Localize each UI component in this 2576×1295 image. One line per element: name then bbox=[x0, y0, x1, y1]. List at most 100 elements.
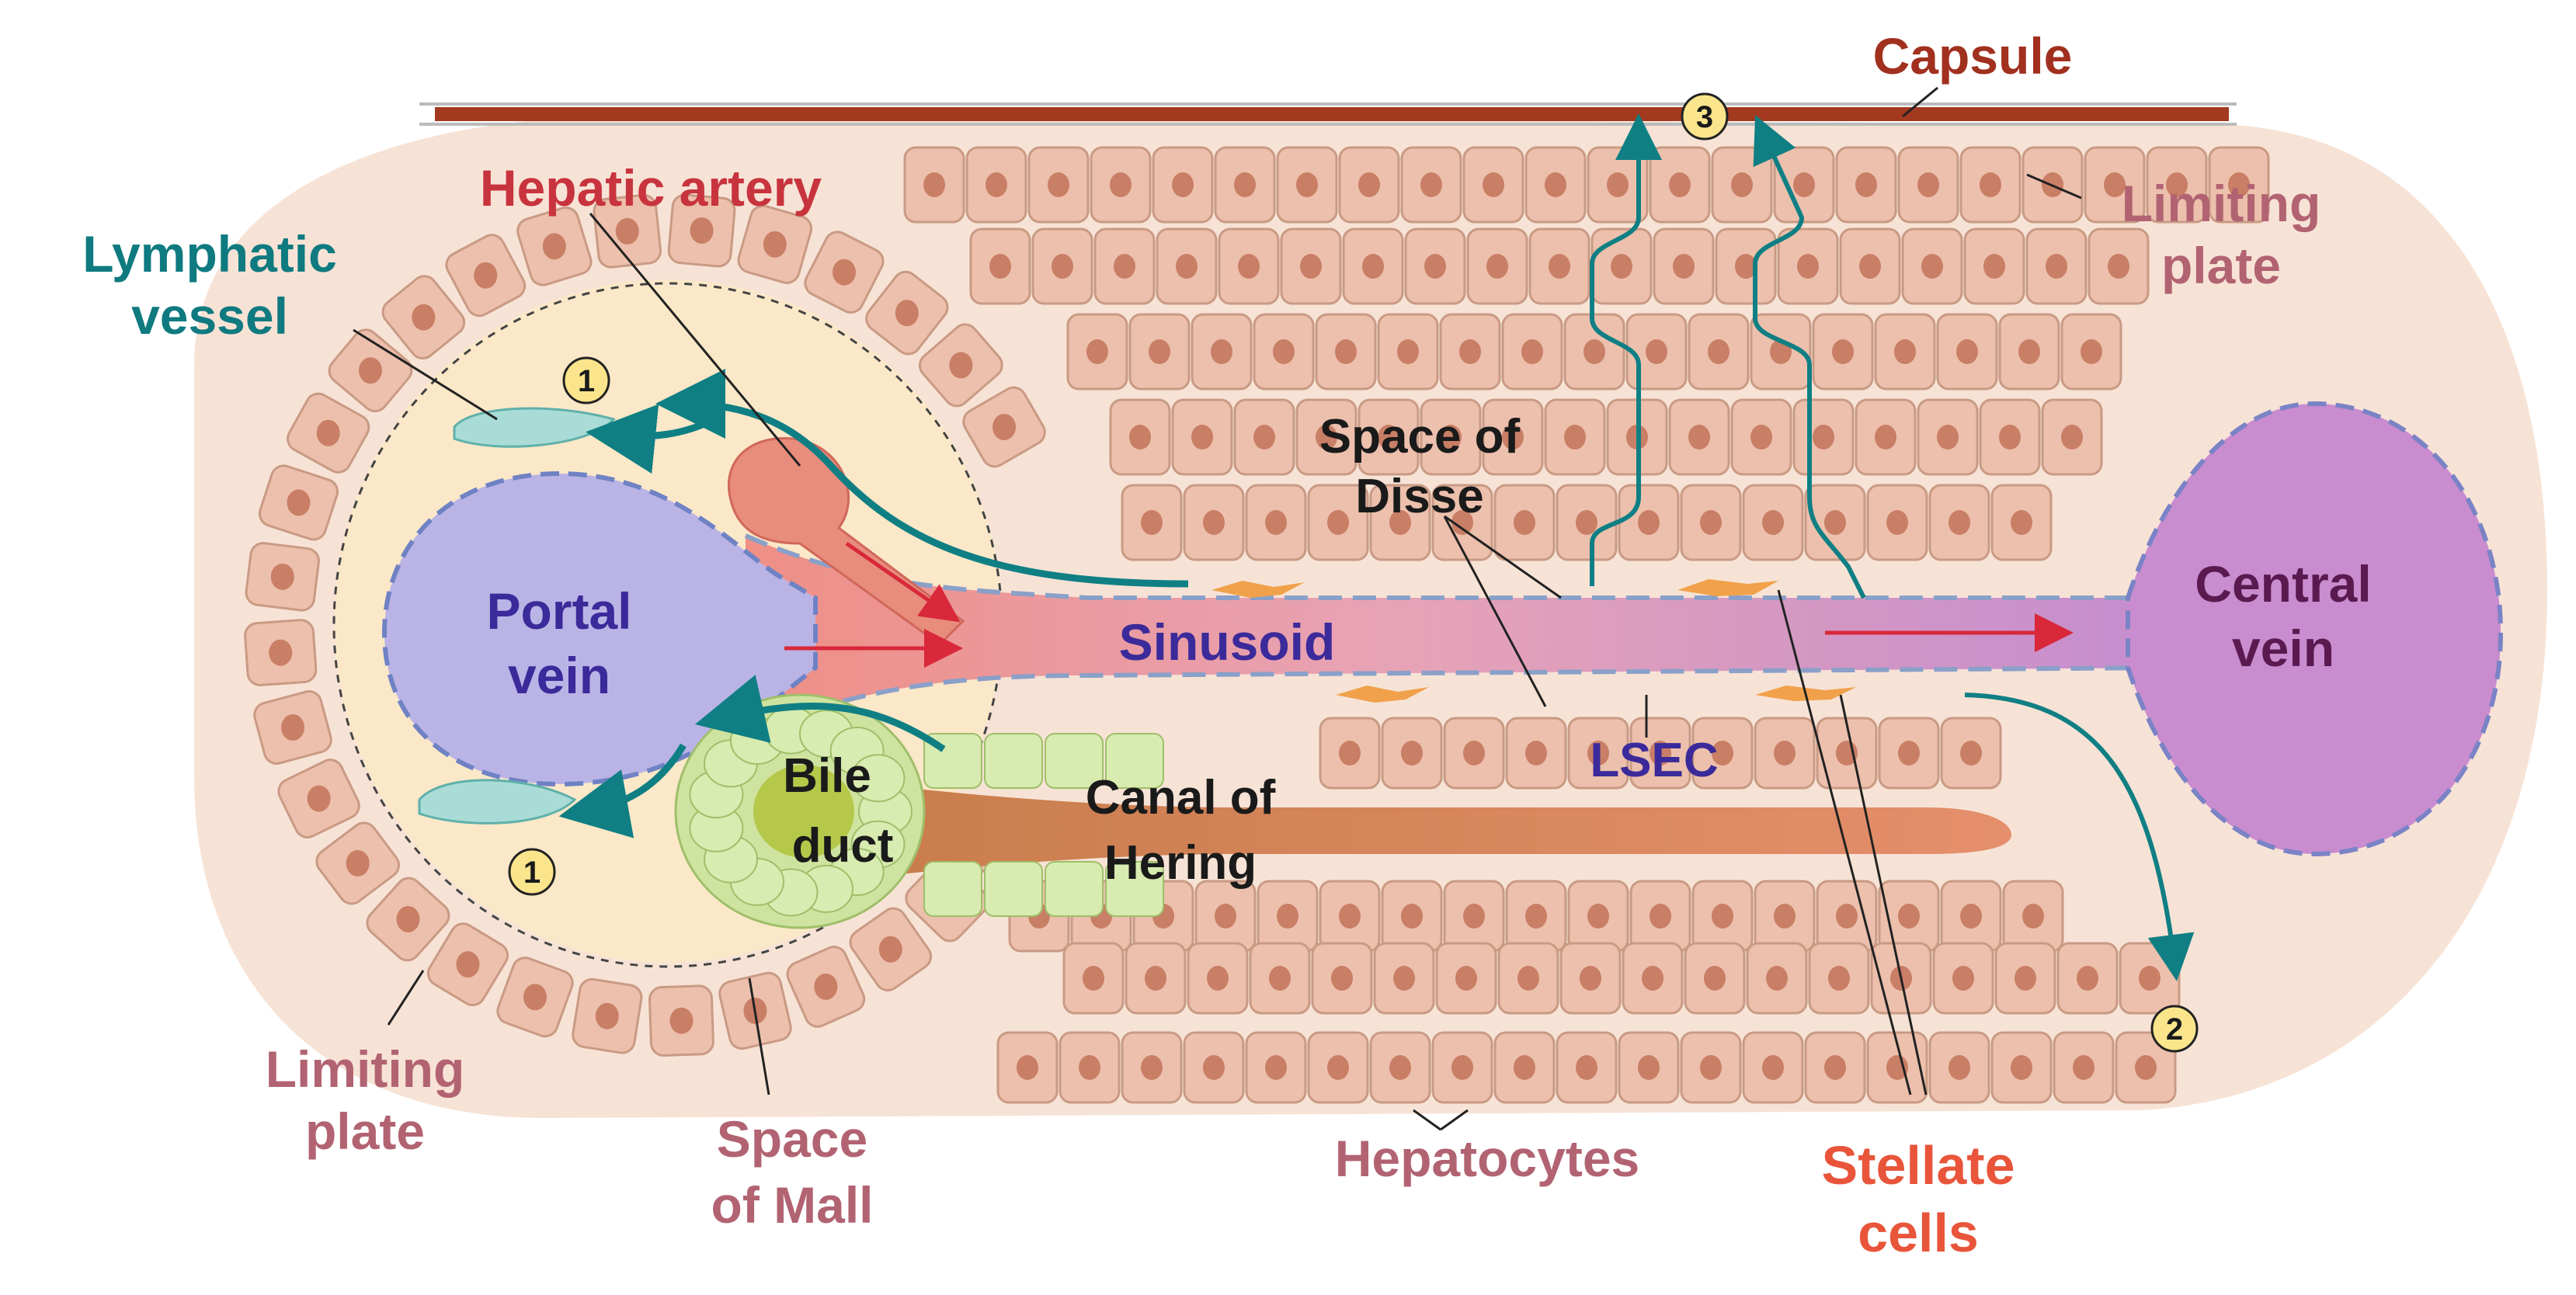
hepatocyte bbox=[1680, 1031, 1742, 1104]
hepatocyte bbox=[1125, 942, 1187, 1015]
label-portal-vein-2: vein bbox=[508, 647, 610, 704]
hepatocyte bbox=[1816, 880, 1878, 953]
hepatocyte bbox=[1187, 942, 1249, 1015]
lymph-flow-arrow-3b bbox=[1753, 115, 1866, 599]
label-lsec: LSEC bbox=[1590, 734, 1718, 787]
hepatocyte bbox=[1866, 1031, 1928, 1104]
lymph-flow-arrow-2 bbox=[1964, 693, 2195, 981]
hepatocyte bbox=[1998, 313, 2060, 391]
hepatocyte bbox=[1940, 717, 2002, 790]
hepatocyte bbox=[1994, 942, 2056, 1015]
hepatocyte bbox=[1439, 313, 1501, 391]
hepatocyte bbox=[1668, 398, 1730, 476]
hepatocyte bbox=[1191, 313, 1253, 391]
hepatocyte bbox=[1435, 942, 1497, 1015]
hepatocyte bbox=[1618, 1031, 1680, 1104]
hepatocyte bbox=[903, 146, 965, 224]
label-hepatocytes: Hepatocytes bbox=[1335, 1130, 1640, 1187]
flow-arrow-artery bbox=[845, 541, 961, 623]
hepatocyte bbox=[1777, 227, 1839, 305]
hepatocyte bbox=[1746, 942, 1808, 1015]
hepatocyte bbox=[1404, 227, 1466, 305]
hepatocyte bbox=[1373, 942, 1435, 1015]
hepatocyte bbox=[245, 542, 320, 612]
hepatocyte bbox=[496, 956, 574, 1038]
hepatocyte bbox=[1932, 942, 1994, 1015]
hepatocyte bbox=[2146, 146, 2208, 224]
svg-text:3: 3 bbox=[1696, 100, 1713, 134]
label-lymphatic-vessel-2: vessel bbox=[131, 287, 288, 345]
hepatocyte bbox=[804, 231, 885, 314]
hepatocyte bbox=[1121, 484, 1183, 561]
label-limiting-plate-left-2: plate bbox=[305, 1102, 425, 1160]
hepatocyte bbox=[1194, 880, 1257, 953]
hepatocyte bbox=[1311, 942, 1373, 1015]
hepatocyte bbox=[786, 946, 866, 1028]
label-bile-duct-2: duct bbox=[792, 819, 894, 873]
hepatocyte bbox=[1307, 1031, 1369, 1104]
hepatocyte bbox=[1505, 880, 1567, 953]
hepatocyte bbox=[1754, 880, 1816, 953]
hepatocyte bbox=[1528, 227, 1590, 305]
hepatocyte bbox=[1691, 717, 1754, 790]
hepatocyte bbox=[1128, 313, 1191, 391]
hepatocyte bbox=[1866, 484, 1928, 561]
svg-text:2: 2 bbox=[2166, 1012, 2183, 1047]
hepatocyte bbox=[1497, 942, 1559, 1015]
hepatocyte bbox=[2115, 1031, 2177, 1104]
hepatocyte bbox=[516, 206, 593, 286]
hepatocyte bbox=[2002, 880, 2064, 953]
lymph-flow-arrow-bottom bbox=[694, 675, 946, 752]
hepatocyte bbox=[1027, 146, 1090, 224]
hepatocyte bbox=[1315, 313, 1377, 391]
hepatocyte bbox=[2060, 313, 2122, 391]
hepatocyte bbox=[2208, 146, 2270, 224]
hepatocyte bbox=[648, 984, 714, 1057]
hepatocyte bbox=[1839, 227, 1901, 305]
hepatocyte bbox=[1901, 227, 1963, 305]
hepatocyte bbox=[1109, 398, 1171, 476]
svg-text:1: 1 bbox=[523, 856, 541, 890]
hepatocyte bbox=[366, 877, 450, 962]
canal-of-hering bbox=[808, 776, 2011, 885]
hepatocyte bbox=[1093, 227, 1156, 305]
hepatocyte bbox=[1936, 313, 1998, 391]
label-bile-duct-1: Bile bbox=[783, 749, 871, 803]
hepatocyte bbox=[1249, 942, 1311, 1015]
hepatocyte bbox=[1928, 1031, 1990, 1104]
hepatocyte bbox=[1590, 227, 1653, 305]
hepatocyte bbox=[2025, 227, 2088, 305]
marker-3: 3 bbox=[1681, 92, 1729, 141]
hepatocyte bbox=[1505, 717, 1567, 790]
hepatocyte bbox=[1156, 227, 1218, 305]
label-hepatic-artery: Hepatic artery bbox=[480, 159, 822, 217]
hepatocyte bbox=[1928, 484, 1990, 561]
hepatocyte bbox=[1680, 484, 1742, 561]
hepatocyte bbox=[1183, 1031, 1245, 1104]
hepatocyte bbox=[315, 821, 400, 905]
hepatocyte bbox=[1963, 227, 2025, 305]
hepatocyte bbox=[1990, 484, 2053, 561]
label-limiting-plate-right-1: Limiting bbox=[2122, 175, 2321, 232]
hepatocyte bbox=[1812, 313, 1874, 391]
hepatocyte bbox=[1855, 398, 1917, 476]
hepatocyte bbox=[1730, 398, 1792, 476]
hepatocyte bbox=[1804, 484, 1866, 561]
hepatocyte bbox=[287, 392, 370, 474]
hepatocyte bbox=[1808, 942, 1870, 1015]
hepatocyte bbox=[1295, 398, 1358, 476]
sinusoid bbox=[746, 536, 2174, 734]
hepatocyte bbox=[253, 690, 332, 765]
hepatocyte bbox=[1917, 398, 1979, 476]
label-space-of-mall-1: Space bbox=[717, 1110, 867, 1168]
hepatocyte bbox=[1245, 1031, 1307, 1104]
hepatocyte bbox=[277, 759, 360, 838]
lymph-flow-arrow-top bbox=[655, 369, 1189, 588]
hepatocyte bbox=[1556, 484, 1618, 561]
hepatocyte bbox=[1835, 146, 1897, 224]
label-limiting-plate-left-1: Limiting bbox=[266, 1040, 465, 1098]
hepatocyte bbox=[1431, 484, 1493, 561]
hepatocyte bbox=[1431, 1031, 1493, 1104]
hepatocyte bbox=[1482, 398, 1544, 476]
hepatocyte bbox=[1443, 717, 1505, 790]
